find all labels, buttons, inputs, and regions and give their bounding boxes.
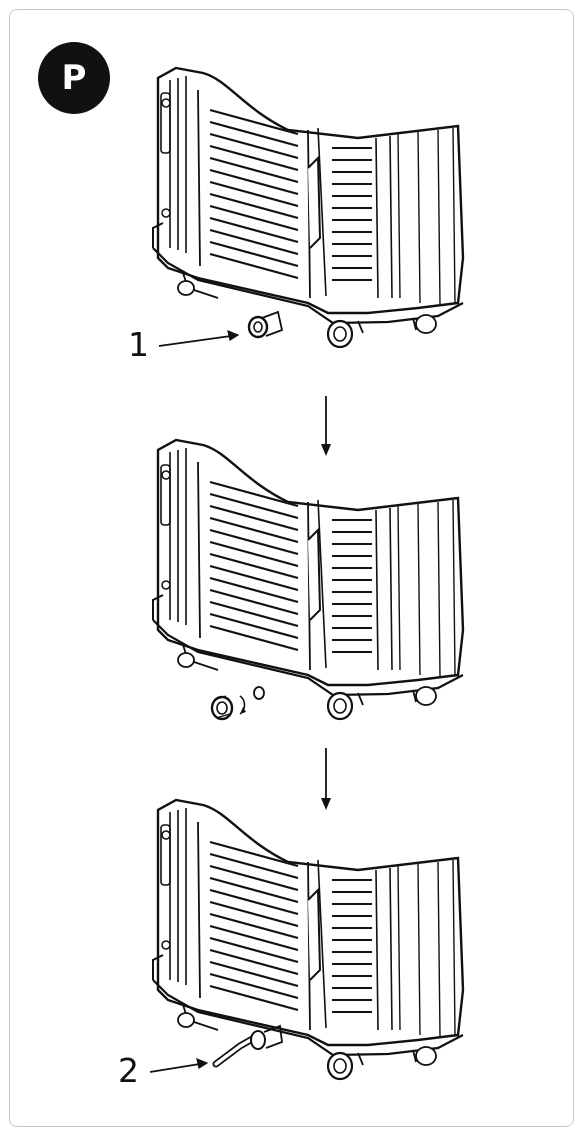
unscrew-arrow — [239, 695, 246, 715]
heater-unit-step-3 — [151, 798, 465, 1081]
callout-label-2: 2 — [118, 1051, 139, 1090]
heater-unit-step-2 — [151, 438, 465, 721]
drain-plug — [247, 310, 284, 339]
instruction-panel — [9, 9, 574, 1127]
step-badge-label: P — [61, 58, 87, 98]
drain-outlet — [253, 686, 265, 700]
step-badge: P — [38, 42, 110, 114]
step-arrow-down — [321, 748, 331, 810]
drain-hose — [212, 1024, 283, 1068]
heater-unit-step-1 — [151, 66, 465, 349]
removed-drain-plug — [210, 695, 234, 721]
callout-arrow-1 — [158, 330, 240, 347]
callout-arrow-2 — [149, 1058, 209, 1073]
callout-label-1: 1 — [128, 325, 149, 364]
step-arrow-down — [321, 396, 331, 456]
